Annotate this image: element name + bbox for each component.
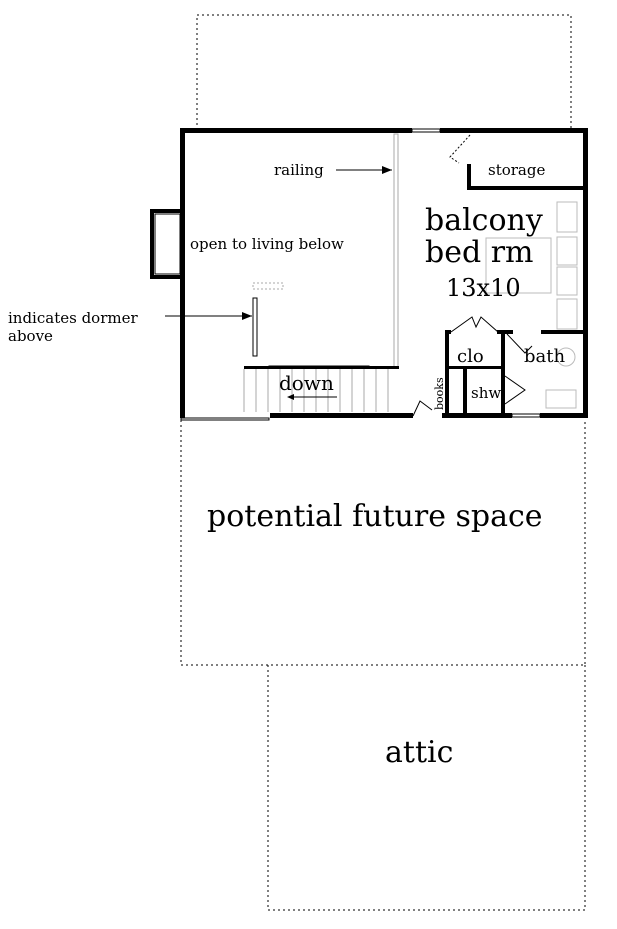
dormer-dashed bbox=[252, 282, 284, 290]
stairs bbox=[243, 365, 399, 412]
bath-label: bath bbox=[524, 346, 565, 367]
dormer-arrowhead-icon bbox=[242, 312, 252, 320]
storage-label: storage bbox=[488, 161, 545, 179]
open-to-living-label: open to living below bbox=[190, 235, 344, 253]
dormer-label-line2: above bbox=[8, 327, 53, 345]
attic-outline bbox=[267, 665, 586, 911]
room-size: 13x10 bbox=[446, 274, 521, 302]
future-space-outline bbox=[180, 420, 586, 666]
roof-outline-top bbox=[196, 14, 572, 130]
room-name-line2: bed rm bbox=[425, 235, 534, 270]
attic-label: attic bbox=[385, 735, 453, 770]
bed-furniture bbox=[485, 201, 578, 330]
dormer-bump bbox=[150, 209, 182, 279]
railing-label: railing bbox=[274, 161, 324, 179]
clo-label: clo bbox=[457, 346, 484, 367]
storage-walls bbox=[449, 134, 585, 190]
railing bbox=[393, 133, 399, 369]
interior-walls bbox=[412, 316, 585, 418]
dormer-marker bbox=[252, 297, 258, 357]
future-space-label: potential future space bbox=[207, 499, 543, 534]
exterior-walls bbox=[180, 128, 588, 421]
railing-arrowhead-icon bbox=[382, 166, 392, 174]
shw-label: shw bbox=[471, 384, 501, 402]
room-name-line1: balcony bbox=[425, 203, 543, 238]
dormer-label-line1: indicates dormer bbox=[8, 309, 138, 327]
books-label: books bbox=[433, 377, 446, 410]
down-label: down bbox=[279, 371, 334, 395]
